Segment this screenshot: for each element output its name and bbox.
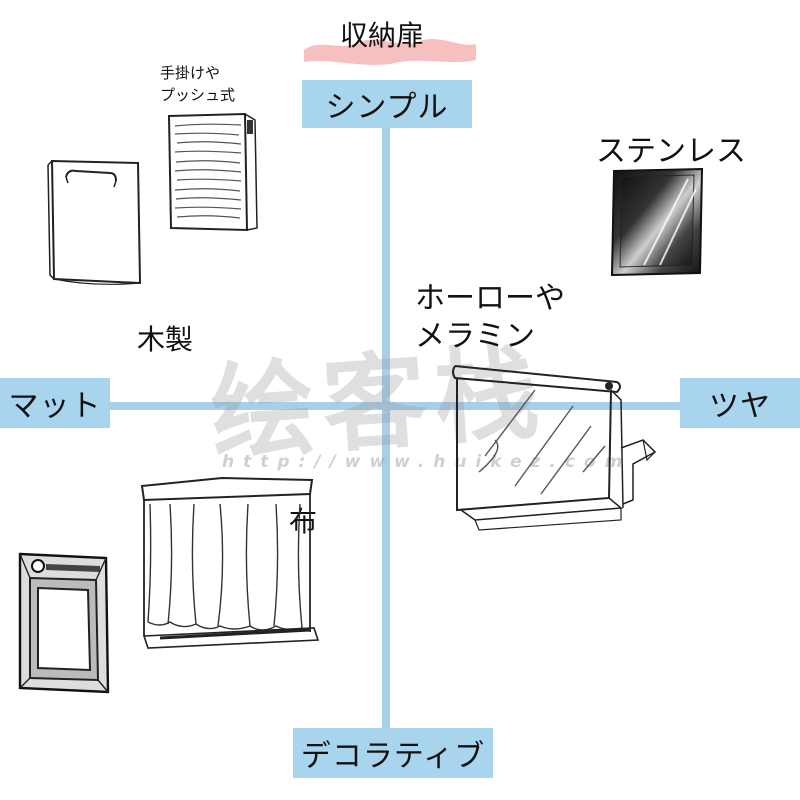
category-label-cloth: 布 [289, 505, 318, 538]
category-label-wood: 木製 [137, 323, 194, 356]
vertical-axis [382, 128, 390, 738]
title-group: 収納扉 [300, 8, 480, 68]
category-label-enamel: ホーローや メラミン [415, 281, 565, 354]
title-highlight [304, 39, 476, 65]
cloth-curtain-cabinet-illustration [140, 476, 320, 649]
enamel-cabinet-illustration [452, 365, 657, 531]
axis-label-glossy: ツヤ [680, 378, 800, 428]
category-label-push: 手掛けや プッシュ式 [160, 64, 236, 104]
axis-label-decorative: デコラティブ [293, 728, 493, 778]
diagram-title: 収納扉 [340, 19, 425, 52]
axis-label-matte: マット [0, 378, 110, 428]
wood-push-door-illustration [167, 112, 258, 232]
watermark-url: http://www.huikez.com [222, 452, 632, 472]
category-label-stainless: ステンレス [596, 134, 746, 169]
axis-label-simple: シンプル [302, 80, 472, 128]
plain-door-illustration [47, 159, 142, 285]
decorative-framed-door-illustration [18, 552, 110, 694]
stainless-door-illustration [610, 167, 704, 277]
horizontal-axis [110, 402, 680, 410]
